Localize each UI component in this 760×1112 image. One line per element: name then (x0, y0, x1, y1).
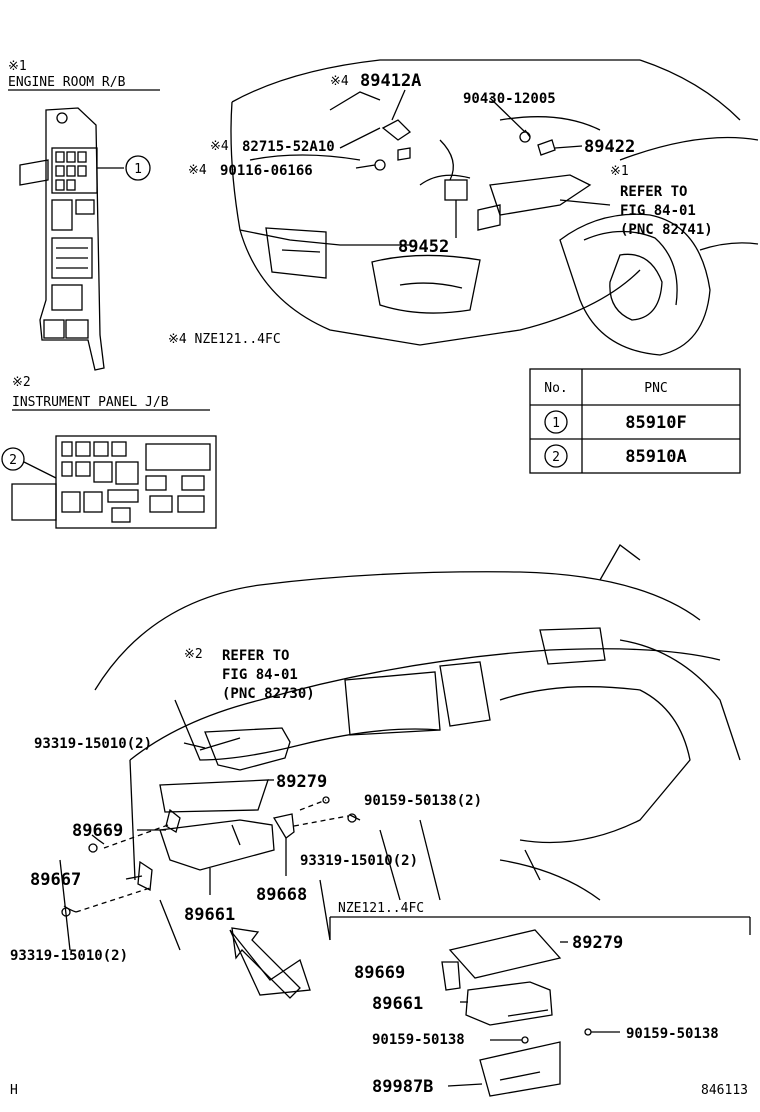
part-89667: 89667 (30, 870, 81, 890)
variant-title: NZE121..4FC (338, 901, 424, 916)
refer-2-line1: REFER TO (222, 648, 289, 664)
table-row-1-pnc: 85910F (625, 413, 686, 433)
part-89422: 89422 (584, 137, 635, 157)
dashboard-drawing (59, 544, 751, 996)
part-89661: 89661 (184, 905, 235, 925)
part-93319-15010-c: 93319-15010(2) (10, 948, 128, 964)
refer-1-mark: ※1 (610, 164, 629, 179)
part-90116-mark: ※4 (188, 163, 207, 178)
part-82715-52A10: 82715-52A10 (242, 139, 335, 155)
part-90116-06166: 90116-06166 (220, 163, 313, 179)
table-row-2-no: 2 (552, 450, 560, 465)
callout-1: 1 (134, 162, 142, 177)
part-89669: 89669 (72, 821, 123, 841)
refer-2-mark: ※2 (184, 647, 203, 662)
pnc-table-frame (529, 368, 741, 474)
variant-part-89661: 89661 (372, 994, 423, 1014)
part-89668: 89668 (256, 885, 307, 905)
variant-part-90159-left: 90159-50138 (372, 1032, 465, 1048)
variant-part-90159-right: 90159-50138 (626, 1026, 719, 1042)
part-90430-12005: 90430-12005 (463, 91, 556, 107)
table-header-pnc: PNC (644, 381, 667, 396)
part-93319-15010-b: 93319-15010(2) (300, 853, 418, 869)
part-90159-50138-a: 90159-50138(2) (364, 793, 482, 809)
refer-1-line3: (PNC 82741) (620, 222, 713, 238)
instrument-panel-title: INSTRUMENT PANEL J/B (12, 395, 169, 410)
variant-part-89987B: 89987B (372, 1077, 433, 1097)
view-direction-arrow (231, 927, 301, 999)
footer-figure-number: 846113 (701, 1083, 748, 1098)
footer-left: H (10, 1083, 18, 1098)
part-93319-15010-a: 93319-15010(2) (34, 736, 152, 752)
table-row-2-pnc: 85910A (625, 447, 686, 467)
part-89412A: 89412A (360, 71, 421, 91)
refer-2-line2: FIG 84-01 (222, 667, 298, 683)
refer-1-line1: REFER TO (620, 184, 687, 200)
part-89412A-mark: ※4 (330, 74, 349, 89)
ecu-assembly-drawing (61, 727, 361, 917)
part-89279: 89279 (276, 772, 327, 792)
table-header-no: No. (544, 381, 567, 396)
table-row-1-no: 1 (552, 416, 560, 431)
refer-2-line3: (PNC 82730) (222, 686, 315, 702)
instrument-panel-mark: ※2 (12, 375, 31, 390)
engine-room-relay-block-drawing (8, 89, 160, 371)
variant-part-89669: 89669 (354, 963, 405, 983)
callout-circle-1 (125, 155, 151, 181)
part-89452: 89452 (398, 237, 449, 257)
variant-part-89279: 89279 (572, 933, 623, 953)
instrument-panel-junction-block-drawing (11, 409, 217, 529)
engine-room-mark: ※1 (8, 59, 27, 74)
callout-2: 2 (9, 453, 17, 468)
engine-variant-note: ※4 NZE121..4FC (168, 332, 281, 347)
variant-ecu-drawing (441, 929, 620, 1097)
engine-room-title: ENGINE ROOM R/B (8, 75, 126, 90)
vehicle-front-drawing (230, 59, 759, 356)
part-82715-mark: ※4 (210, 139, 229, 154)
refer-1-line2: FIG 84-01 (620, 203, 696, 219)
callout-circle-2 (1, 447, 25, 471)
